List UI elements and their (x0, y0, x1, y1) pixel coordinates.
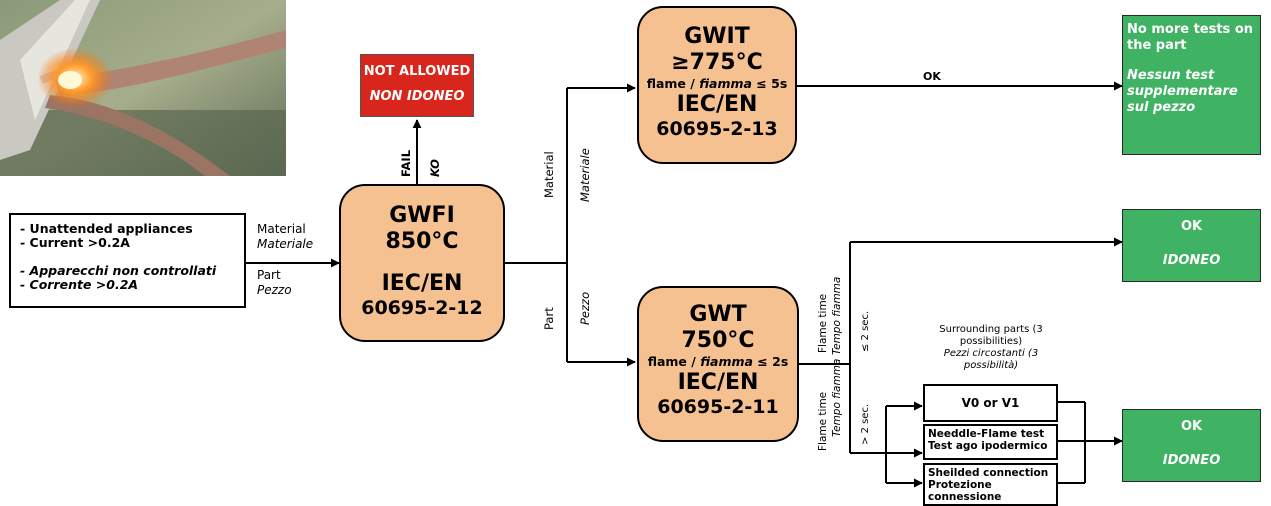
gwit-flame-italic: fiamma (699, 76, 752, 91)
label-gwit-ok: OK (923, 70, 941, 83)
nessun-test-line-1: Nessun test (1127, 68, 1215, 83)
gwt-flame-prefix: flame / (647, 354, 701, 369)
label-flame-time-upper: Flame time (817, 293, 829, 353)
gwfi-standard: IEC/EN (381, 271, 463, 296)
label-split-pezzo: Pezzo (578, 291, 592, 325)
surrounding-line-3: Pezzi circostanti (3 (943, 348, 1039, 359)
ok-box-2-idoneo: IDONEO (1162, 453, 1221, 468)
option-needle-line-1: Needdle-Flame test (928, 428, 1045, 440)
no-more-tests-box: No more tests on the part Nessun test su… (1122, 15, 1261, 155)
label-tempo-fiamma-upper: Tempo fiamma (831, 276, 843, 355)
not-allowed-box: NOT ALLOWED NON IDONEO (360, 54, 474, 117)
gwt-flame-italic: fiamma (700, 354, 753, 369)
gwt-standard: IEC/EN (677, 370, 759, 395)
ok-box-1: OK IDONEO (1122, 209, 1261, 282)
option-shield-line-3: connessione (928, 491, 1002, 503)
gwit-standard: IEC/EN (676, 92, 758, 117)
gwit-temperature: ≥775°C (671, 50, 763, 75)
label-split-part: Part (542, 307, 556, 330)
condition-line-1: - Unattended appliances (20, 221, 193, 236)
gwt-box: GWT 750°C flame / fiamma ≤ 2s IEC/EN 606… (637, 286, 799, 442)
option-v0-v1-text: V0 or V1 (961, 396, 1020, 410)
option-needle-line-2: Test ago ipodermico (928, 440, 1048, 452)
label-flame-time-lower: Flame time (817, 391, 829, 451)
gwt-flame-suffix: ≤ 2s (752, 354, 789, 369)
label-gt-2-sec: > 2 sec. (860, 403, 871, 445)
non-idoneo-text: NON IDONEO (369, 89, 465, 104)
surrounding-line-4: possibilità) (963, 360, 1019, 371)
label-split-material: Material (542, 151, 556, 198)
not-allowed-text: NOT ALLOWED (363, 64, 471, 79)
option-v0-v1: V0 or V1 (923, 384, 1058, 422)
no-more-tests-line-1: No more tests on (1127, 22, 1254, 37)
surrounding-line-1: Surrounding parts (3 (939, 324, 1043, 335)
gwit-box: GWIT ≥775°C flame / fiamma ≤ 5s IEC/EN 6… (637, 6, 797, 164)
label-tempo-fiamma-lower: Tempo fiamma (831, 358, 843, 437)
gwfi-box: GWFI 850°C IEC/EN 60695-2-12 (339, 184, 505, 342)
label-le-2-sec: ≤ 2 sec. (860, 310, 871, 352)
glow-wire-test-photo-icon (0, 0, 286, 176)
ok-box-2-ok: OK (1180, 419, 1203, 434)
ok-box-1-ok: OK (1180, 219, 1203, 234)
label-part: Part (257, 268, 281, 282)
glow-wire-test-photo (0, 0, 286, 176)
label-ko: KO (428, 159, 442, 177)
gwt-title: GWT (689, 302, 747, 327)
gwit-title: GWIT (684, 24, 750, 49)
condition-line-2: - Current >0.2A (20, 235, 130, 250)
nessun-test-line-2: supplementare (1127, 84, 1238, 99)
no-more-tests-line-2: the part (1127, 38, 1187, 53)
option-needle-flame: Needdle-Flame test Test ago ipodermico (923, 424, 1058, 460)
label-fail: FAIL (399, 149, 413, 177)
gwit-flame-prefix: flame / (646, 76, 700, 91)
surrounding-parts-caption: Surrounding parts (3 possibilities) Pezz… (916, 324, 1066, 372)
gwit-flame-suffix: ≤ 5s (751, 76, 788, 91)
ok-box-1-idoneo: IDONEO (1162, 253, 1221, 268)
gwfi-standard-number: 60695-2-12 (361, 297, 483, 319)
option-shield-line-2: Protezione (928, 479, 992, 491)
gwt-standard-number: 60695-2-11 (657, 396, 779, 418)
ok-box-2: OK IDONEO (1122, 409, 1261, 482)
condition-line-4: - Corrente >0.2A (20, 277, 139, 292)
label-pezzo: Pezzo (257, 283, 292, 297)
gwfi-temperature: 850°C (385, 229, 459, 254)
option-shielded-connection: Sheilded connection Protezione connessio… (923, 463, 1058, 506)
gwt-temperature: 750°C (681, 328, 755, 353)
surrounding-line-2: possibilities) (959, 336, 1023, 347)
gwfi-title: GWFI (389, 203, 455, 228)
gwit-standard-number: 60695-2-13 (656, 118, 778, 140)
gwit-flame-line: flame / fiamma ≤ 5s (639, 76, 795, 92)
nessun-test-line-3: sul pezzo (1127, 100, 1196, 115)
condition-line-3: - Apparecchi non controllati (20, 263, 217, 278)
label-material: Material (257, 222, 306, 236)
conditions-box: - Unattended appliances - Current >0.2A … (9, 213, 246, 308)
option-shield-line-1: Sheilded connection (928, 467, 1049, 479)
label-split-materiale: Materiale (578, 148, 592, 202)
label-materiale: Materiale (257, 237, 314, 251)
gwt-flame-line: flame / fiamma ≤ 2s (639, 354, 797, 370)
